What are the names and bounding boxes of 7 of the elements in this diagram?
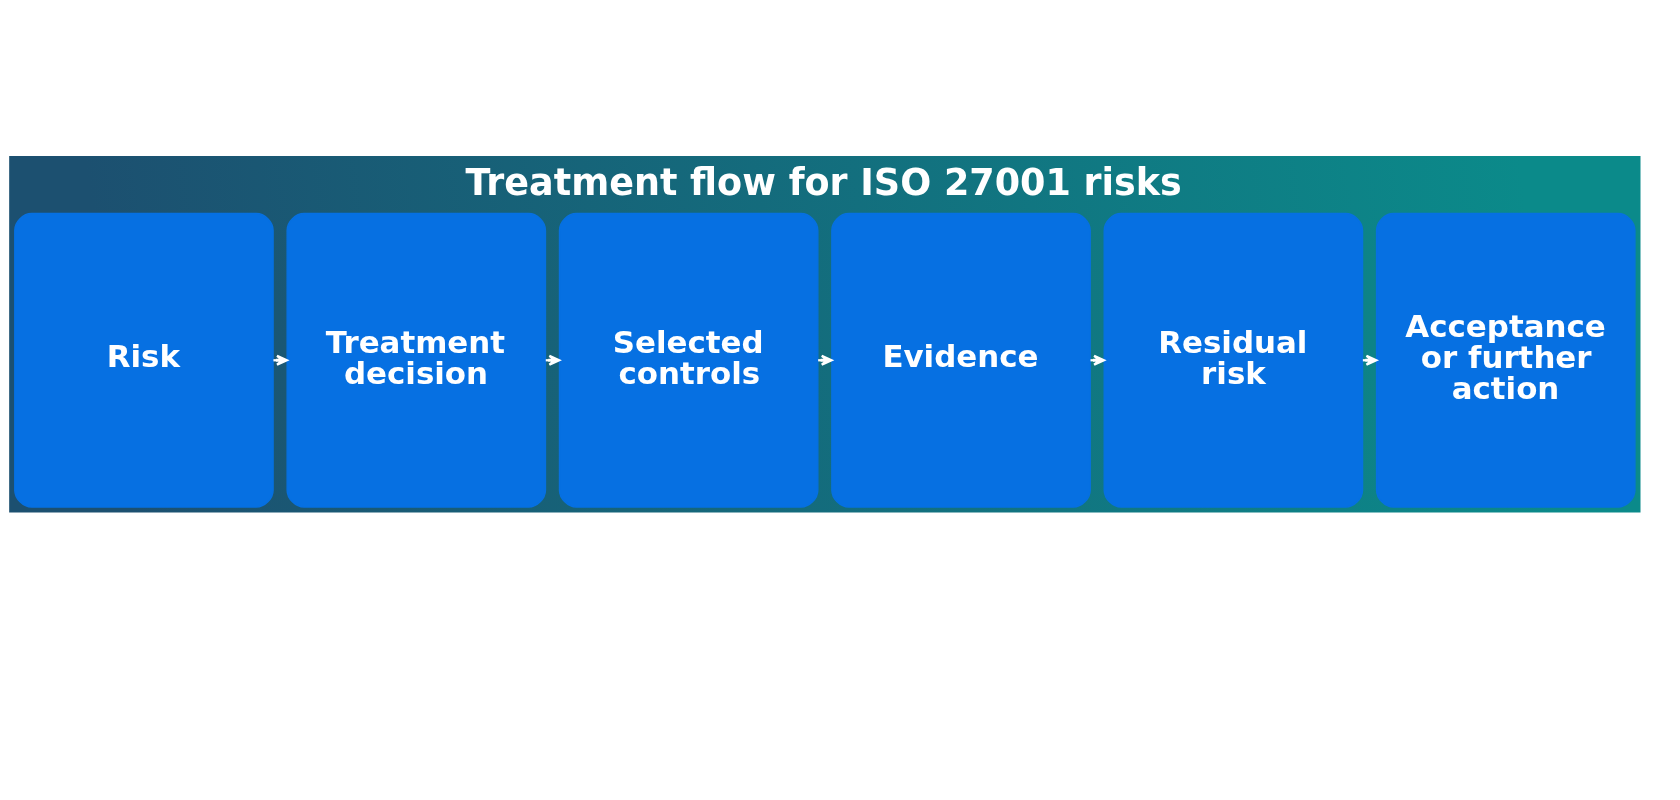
node-box: Risk [14, 212, 274, 508]
node-box: Evidence [831, 212, 1091, 508]
node-box: Selected controls [558, 212, 819, 508]
node-box: Acceptance or further action [1375, 212, 1636, 508]
node-box: Treatment decision [286, 212, 547, 508]
node-box: Residual risk [1103, 212, 1364, 508]
diagram-title: Treatment flow for ISO 27001 risks [465, 161, 1182, 205]
